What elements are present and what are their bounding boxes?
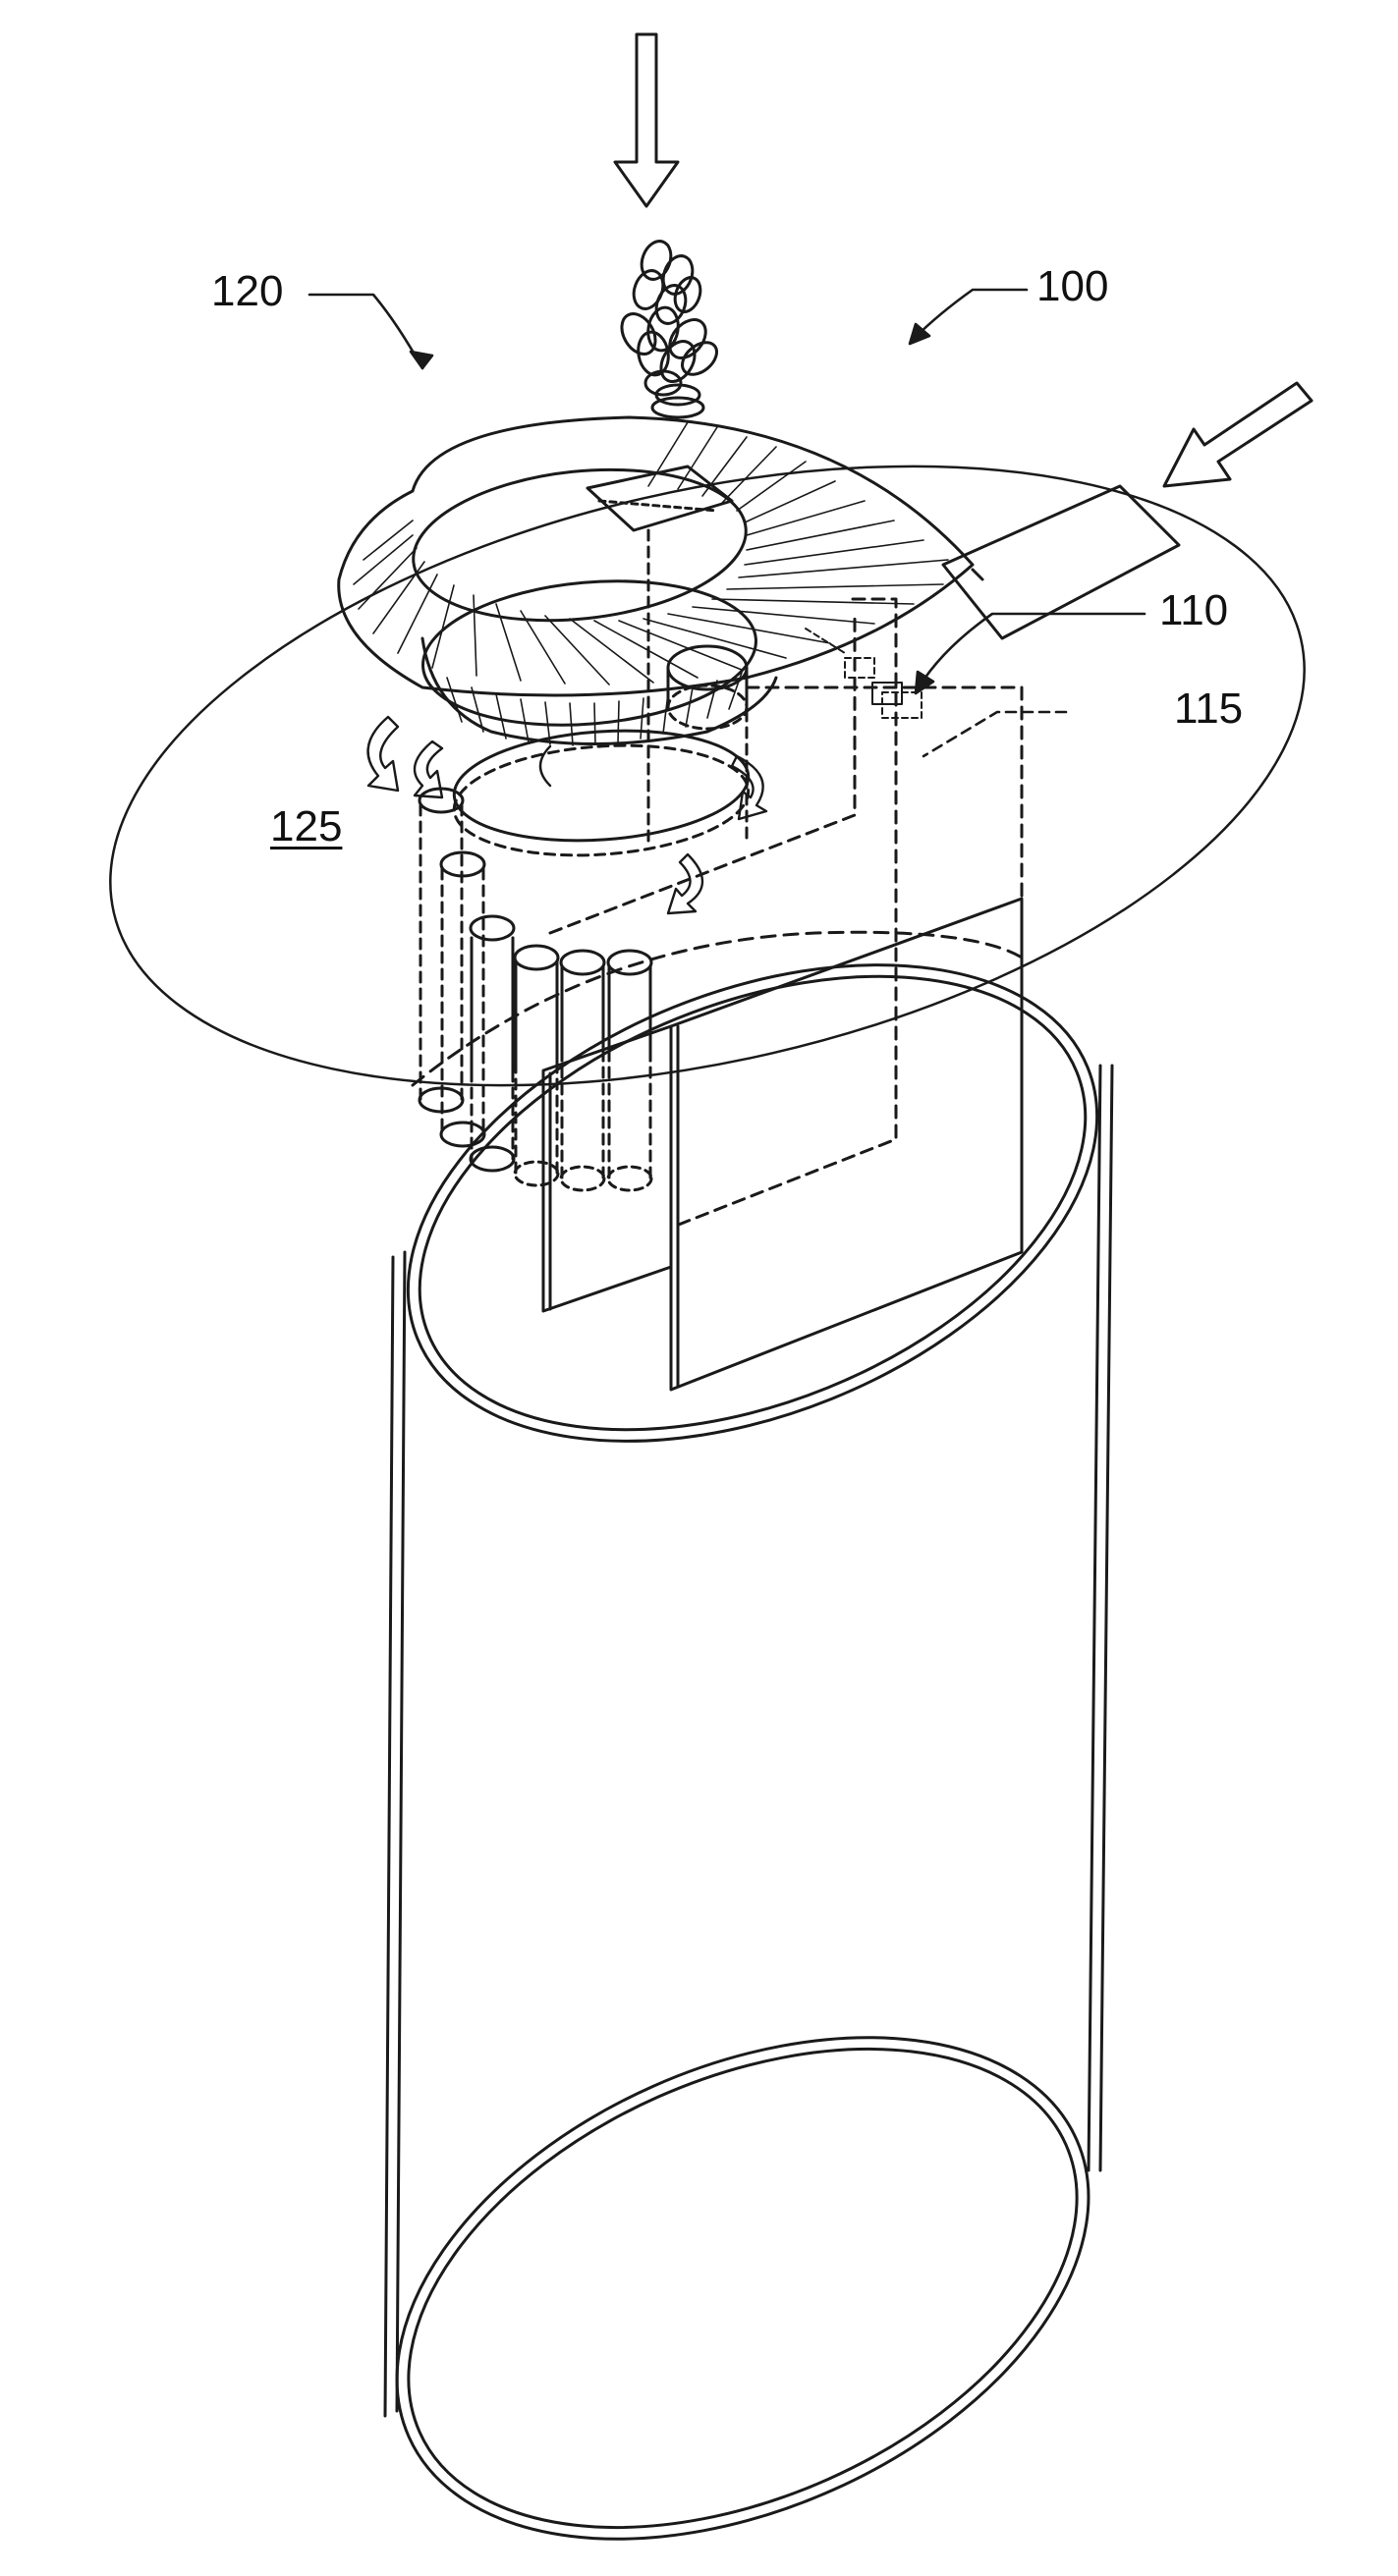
diagonal-inlet-arrow	[1164, 383, 1312, 486]
label-apparatus: 100	[1036, 265, 1108, 308]
chute-plate	[943, 486, 1179, 638]
label-separator-assembly: 120	[211, 270, 283, 313]
tube-array	[419, 789, 651, 1190]
incoming-pellets	[615, 237, 723, 417]
separator-plates	[543, 599, 1022, 1390]
label-sensor: 110	[1159, 589, 1228, 632]
label-sensor-line: 115	[1174, 687, 1243, 731]
vertical-inlet-arrow	[615, 34, 678, 206]
flow-arrows	[368, 717, 766, 913]
label-tray: 125	[270, 805, 342, 849]
